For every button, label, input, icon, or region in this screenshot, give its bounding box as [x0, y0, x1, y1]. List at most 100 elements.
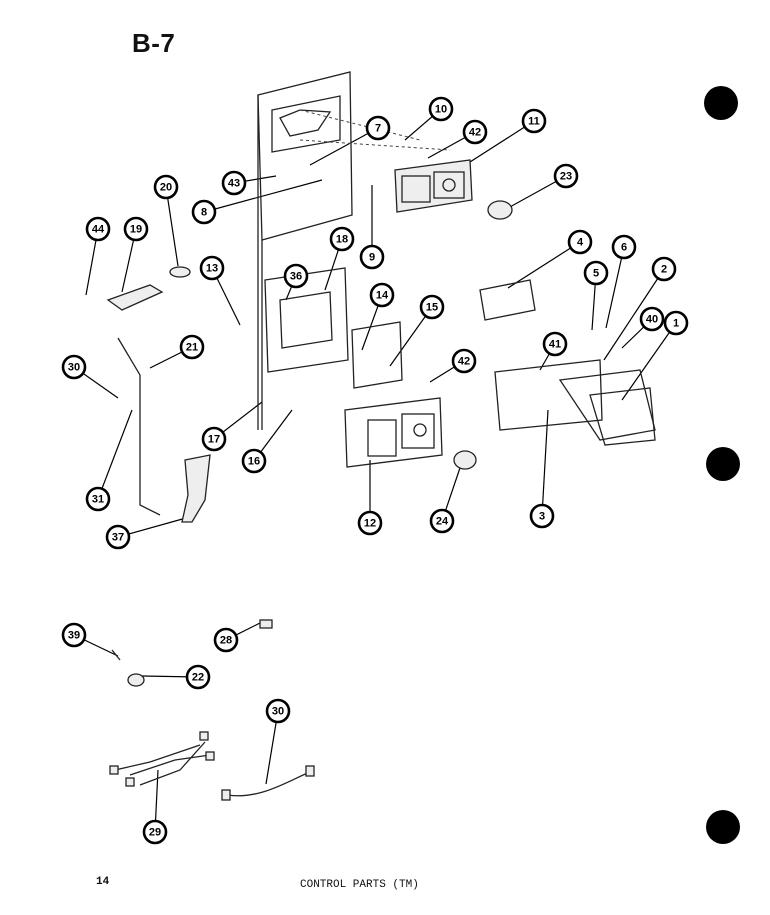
- leader-line-3: [541, 409, 549, 517]
- callout-label-1: 1: [673, 318, 679, 330]
- leader-line-31: [97, 409, 133, 500]
- page-title: B-7: [132, 28, 176, 58]
- knob-upper: [487, 200, 513, 220]
- callout-label-42a: 42: [469, 127, 481, 139]
- callout-label-8: 8: [201, 207, 207, 219]
- callout-29: 29: [142, 819, 168, 845]
- leader-line-4: [507, 241, 581, 289]
- callout-10: 10: [428, 96, 454, 122]
- callout-19: 19: [123, 216, 149, 242]
- callout-label-6: 6: [621, 242, 627, 254]
- callout-label-43: 43: [228, 178, 240, 190]
- parts-line-art: [106, 71, 656, 801]
- binder-hole-top: [704, 86, 738, 120]
- callout-label-16: 16: [248, 456, 260, 468]
- control-box-lower: [344, 397, 443, 468]
- wire-lead: [227, 771, 311, 797]
- callout-21: 21: [179, 334, 205, 360]
- leader-line-11: [469, 120, 535, 163]
- callout-31: 31: [85, 486, 111, 512]
- leader-line-8: [203, 179, 323, 213]
- callout-label-9: 9: [369, 252, 375, 264]
- callout-5: 5: [583, 260, 609, 286]
- callout-23: 23: [553, 163, 579, 189]
- callout-30b: 30: [265, 698, 291, 724]
- callout-11: 11: [521, 108, 547, 134]
- callout-label-17: 17: [208, 434, 220, 446]
- callout-label-30b: 30: [272, 706, 284, 718]
- callout-label-20: 20: [160, 182, 172, 194]
- callout-28: 28: [213, 627, 239, 653]
- page-number: 14: [96, 876, 110, 888]
- callout-13: 13: [199, 255, 225, 281]
- callout-1: 1: [663, 310, 689, 336]
- callout-label-44: 44: [92, 224, 105, 236]
- callout-16: 16: [241, 448, 267, 474]
- callout-40: 40: [639, 306, 665, 332]
- callout-label-14: 14: [376, 290, 389, 302]
- callout-9: 9: [359, 244, 385, 270]
- callout-label-5: 5: [593, 268, 599, 280]
- callout-label-4: 4: [577, 237, 584, 249]
- callout-label-18: 18: [336, 234, 348, 246]
- callout-label-21: 21: [186, 342, 198, 354]
- callout-label-2: 2: [661, 264, 667, 276]
- knob-lower: [453, 450, 477, 470]
- control-rod: [117, 337, 161, 516]
- leader-line-2: [603, 268, 665, 361]
- callout-39: 39: [61, 622, 87, 648]
- callout-36: 36: [283, 263, 309, 289]
- binder-hole-middle: [706, 447, 740, 481]
- callout-label-22: 22: [192, 672, 204, 684]
- callout-42a: 42: [462, 119, 488, 145]
- switch-part: [106, 284, 164, 311]
- callout-24: 24: [429, 508, 455, 534]
- control-panel-frame: [257, 71, 353, 241]
- callout-label-11: 11: [528, 116, 540, 128]
- callout-label-7: 7: [375, 123, 381, 135]
- leader-line-30b: [265, 710, 279, 785]
- footer-caption: CONTROL PARTS (TM): [300, 879, 419, 891]
- callout-label-23: 23: [560, 171, 572, 183]
- callout-4: 4: [567, 229, 593, 255]
- wire-harness: [114, 741, 211, 786]
- callout-41: 41: [542, 331, 568, 357]
- leader-line-7: [309, 127, 379, 166]
- callout-3: 3: [529, 503, 555, 529]
- callout-label-39: 39: [68, 630, 80, 642]
- callout-label-15: 15: [426, 302, 438, 314]
- callout-label-13: 13: [206, 263, 218, 275]
- callout-6: 6: [611, 234, 637, 260]
- callout-7: 7: [365, 115, 391, 141]
- callout-label-40: 40: [646, 314, 658, 326]
- leader-line-20: [165, 186, 179, 267]
- callout-label-10: 10: [435, 104, 447, 116]
- callout-label-12: 12: [364, 518, 376, 530]
- leader-line-1: [621, 322, 677, 401]
- callout-label-29: 29: [149, 827, 161, 839]
- callout-label-30a: 30: [68, 362, 80, 374]
- callout-bubbles: 1234567891011121314151617181920212223242…: [61, 96, 689, 845]
- callout-22: 22: [185, 664, 211, 690]
- callout-18: 18: [329, 226, 355, 252]
- callout-42b: 42: [451, 348, 477, 374]
- callout-8: 8: [191, 199, 217, 225]
- callout-label-28: 28: [220, 635, 232, 647]
- callout-2: 2: [651, 256, 677, 282]
- callout-label-24: 24: [436, 516, 449, 528]
- callout-label-42b: 42: [458, 356, 470, 368]
- callout-30a: 30: [61, 354, 87, 380]
- callout-label-37: 37: [112, 532, 124, 544]
- callout-44: 44: [85, 216, 111, 242]
- lever-part: [181, 454, 211, 523]
- callout-17: 17: [201, 426, 227, 452]
- callout-label-41: 41: [549, 339, 561, 351]
- callout-43: 43: [221, 170, 247, 196]
- callout-20: 20: [153, 174, 179, 200]
- callout-14: 14: [369, 282, 395, 308]
- callout-label-36: 36: [290, 271, 302, 283]
- callout-37: 37: [105, 524, 131, 550]
- callout-15: 15: [419, 294, 445, 320]
- binder-hole-bottom: [706, 810, 740, 844]
